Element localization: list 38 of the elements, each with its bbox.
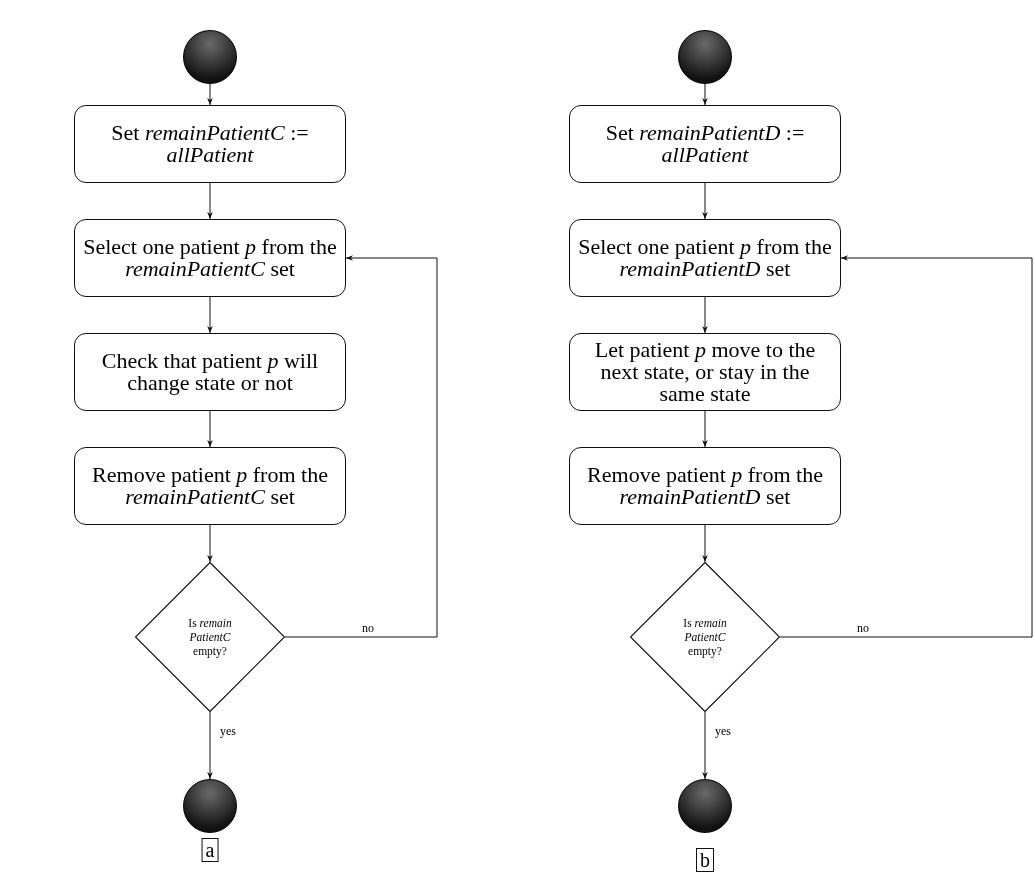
filled-circle <box>183 30 237 84</box>
process-box <box>569 333 841 411</box>
panel-label: a <box>201 838 219 862</box>
step-text: Check that patient p will change state or not <box>100 350 320 394</box>
step-text: Remove patient p from the remainPatientD set <box>586 464 824 508</box>
step-text: Let patient p move to the next state, or stay in the same state <box>593 339 817 405</box>
arrow <box>702 524 708 563</box>
decision-text: Is remain PatientC empty? <box>682 616 728 658</box>
filled-circle <box>678 779 732 833</box>
arrow <box>207 524 213 563</box>
arrow <box>779 255 1033 638</box>
arrow <box>702 83 708 106</box>
arrow <box>207 296 213 334</box>
arrow <box>702 711 708 780</box>
filled-circle <box>678 30 732 84</box>
step-text: Set remainPatientD := allPatient <box>604 122 806 166</box>
process-box <box>569 447 841 525</box>
filled-circle <box>183 779 237 833</box>
arrow <box>702 296 708 334</box>
arrow <box>702 182 708 220</box>
step-text: Set remainPatientC := allPatient <box>110 122 310 166</box>
arrow <box>207 410 213 448</box>
process-box <box>74 447 346 525</box>
process-box <box>74 105 346 183</box>
process-box <box>569 105 841 183</box>
step-text: Select one patient p from the remainPatientD set <box>577 236 833 280</box>
arrow <box>284 255 438 638</box>
process-box <box>74 333 346 411</box>
step-text: Remove patient p from the remainPatientC set <box>91 464 329 508</box>
arrow <box>702 410 708 448</box>
arrow <box>207 711 213 780</box>
panel-label: b <box>696 848 714 872</box>
decision-text: Is remain PatientC empty? <box>187 616 233 658</box>
step-text: Select one patient p from the remainPatientC set <box>82 236 338 280</box>
arrow <box>207 182 213 220</box>
process-box <box>569 219 841 297</box>
process-box <box>74 219 346 297</box>
arrow <box>207 83 213 106</box>
